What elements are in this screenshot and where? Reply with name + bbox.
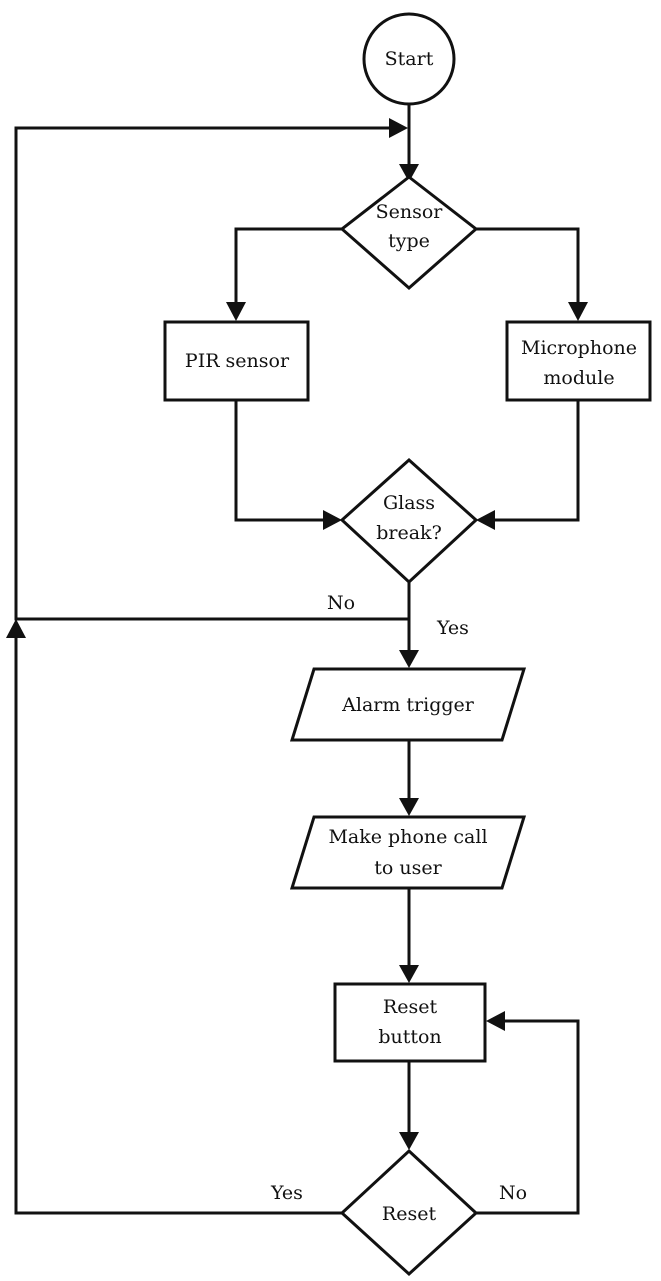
arrowhead-reset-button bbox=[399, 965, 419, 983]
edges bbox=[6, 104, 588, 1215]
node-sensor-type: Sensor type bbox=[339, 175, 479, 290]
node-alarm-trigger: Alarm trigger bbox=[289, 667, 527, 742]
node-reset-button-label-1: Reset bbox=[383, 996, 438, 1018]
arrowhead-glass-break-right bbox=[476, 510, 495, 530]
node-start: Start bbox=[362, 12, 456, 106]
edge-reset-yes-loop bbox=[14, 628, 342, 1215]
arrowhead-glass-break-left bbox=[323, 510, 342, 530]
node-microphone-module-label-2: module bbox=[543, 367, 614, 389]
edge-microphone-to-glass-break bbox=[484, 400, 580, 522]
node-pir-sensor-label: PIR sensor bbox=[185, 350, 290, 372]
node-glass-break: Glass break? bbox=[339, 457, 479, 585]
arrowhead-reset-yes bbox=[6, 619, 26, 638]
node-reset: Reset bbox=[339, 1148, 479, 1277]
edge-sensor-type-to-microphone bbox=[475, 227, 580, 316]
arrowhead-reset-no bbox=[486, 1011, 505, 1031]
node-pir-sensor: PIR sensor bbox=[163, 320, 310, 402]
edge-label-reset-no: No bbox=[499, 1182, 527, 1204]
arrowhead-alarm bbox=[399, 650, 419, 668]
edge-label-glass-no: No bbox=[327, 592, 355, 614]
arrowhead-reset bbox=[399, 1132, 419, 1150]
node-sensor-type-label-2: type bbox=[388, 230, 430, 252]
edge-label-glass-yes: Yes bbox=[436, 617, 469, 639]
node-make-phone-call-label-1: Make phone call bbox=[328, 826, 487, 848]
node-start-label: Start bbox=[385, 48, 434, 70]
arrowhead-loop-top bbox=[389, 118, 408, 138]
arrowhead-microphone bbox=[568, 302, 588, 321]
node-microphone-module-label-1: Microphone bbox=[521, 337, 637, 359]
node-glass-break-label-2: break? bbox=[376, 522, 442, 544]
arrowhead-phone-call bbox=[399, 798, 419, 816]
edge-glass-break-no-loop bbox=[14, 126, 409, 621]
arrowhead-pir bbox=[226, 302, 246, 321]
node-alarm-trigger-label: Alarm trigger bbox=[341, 694, 475, 716]
edge-pir-to-glass-break bbox=[234, 400, 334, 522]
arrowhead-sensor-type bbox=[399, 164, 419, 182]
node-make-phone-call: Make phone call to user bbox=[289, 815, 527, 890]
node-glass-break-label-1: Glass bbox=[383, 492, 435, 514]
node-sensor-type-label-1: Sensor bbox=[376, 201, 444, 223]
node-reset-button: Reset button bbox=[333, 982, 487, 1063]
edge-reset-no-loop bbox=[476, 1019, 580, 1215]
node-microphone-module: Microphone module bbox=[505, 320, 652, 402]
edge-sensor-type-to-pir bbox=[234, 227, 343, 316]
node-make-phone-call-label-2: to user bbox=[374, 857, 442, 879]
edge-label-reset-yes: Yes bbox=[270, 1182, 303, 1204]
node-reset-label: Reset bbox=[382, 1203, 437, 1225]
node-reset-button-label-2: button bbox=[378, 1026, 441, 1048]
